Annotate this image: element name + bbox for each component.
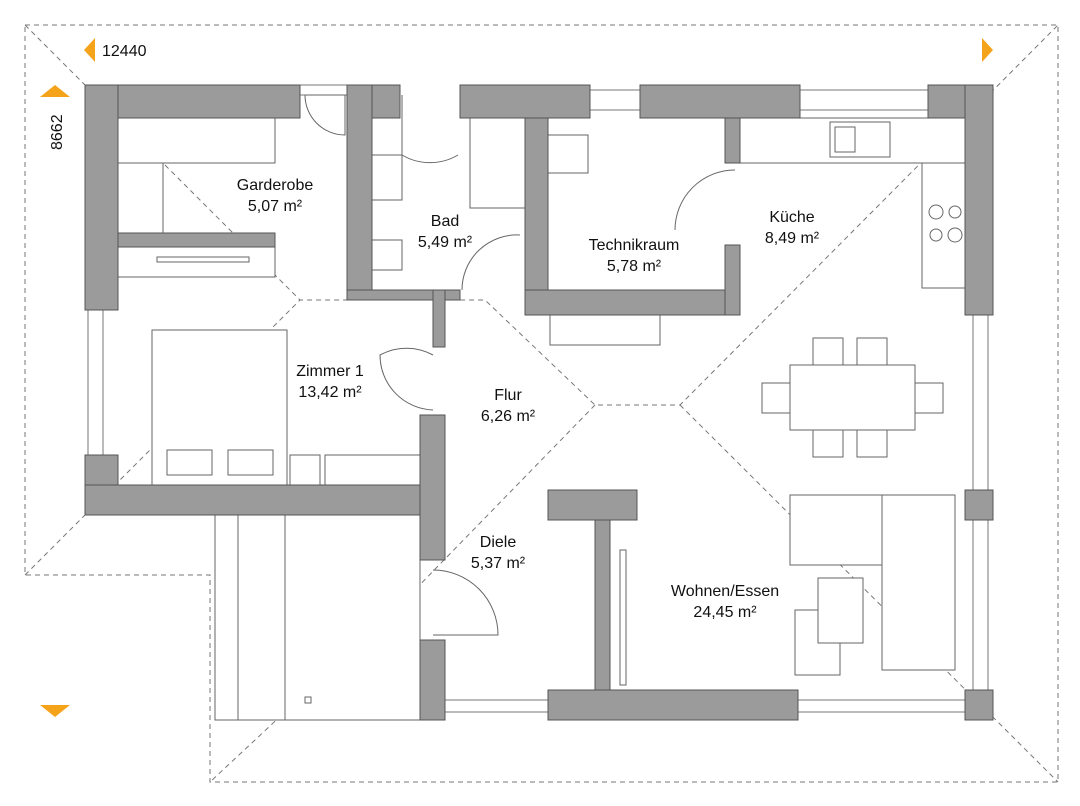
room-name: Wohnen/Essen xyxy=(671,583,779,600)
depth-marker-top-icon xyxy=(40,85,70,97)
entrance-porch xyxy=(214,514,421,721)
furniture xyxy=(117,117,966,686)
room-name: Diele xyxy=(480,534,517,551)
width-marker-right-icon xyxy=(982,38,993,62)
room-area: 5,37 m² xyxy=(471,555,526,572)
width-dimension: 12440 xyxy=(102,43,147,60)
room-name: Bad xyxy=(431,213,459,230)
room-area: 8,49 m² xyxy=(765,230,820,247)
room-name: Zimmer 1 xyxy=(296,363,364,380)
windows xyxy=(87,84,989,713)
room-area: 6,26 m² xyxy=(481,408,536,425)
room-labels: Garderobe 5,07 m² Bad 5,49 m² Technikrau… xyxy=(237,177,820,621)
room-area: 13,42 m² xyxy=(298,384,362,401)
room-name: Flur xyxy=(494,387,522,404)
doors xyxy=(304,94,736,636)
room-area: 5,78 m² xyxy=(607,258,662,275)
depth-marker-bottom-icon xyxy=(40,705,70,717)
room-area: 5,49 m² xyxy=(418,234,473,251)
room-name: Küche xyxy=(769,209,814,226)
room-name: Technikraum xyxy=(589,237,680,254)
room-name: Garderobe xyxy=(237,177,314,194)
depth-dimension: 8662 xyxy=(49,114,66,150)
room-area: 5,07 m² xyxy=(248,198,303,215)
width-marker-left-icon xyxy=(84,38,95,62)
walls xyxy=(84,84,994,721)
room-area: 24,45 m² xyxy=(693,604,757,621)
